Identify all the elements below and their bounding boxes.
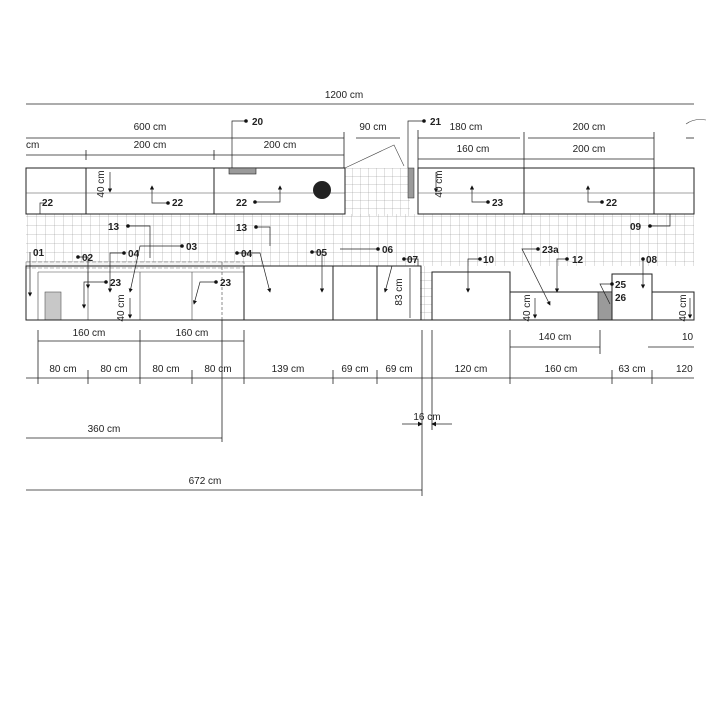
label-05: 05	[316, 248, 328, 259]
dim-120-b: 120	[676, 364, 693, 375]
label-06: 06	[382, 245, 394, 256]
label-12: 12	[572, 255, 584, 266]
dim-200-d: 200 cm	[573, 144, 606, 155]
dim-200-b: 200 cm	[264, 140, 297, 151]
dim-69-a: 69 cm	[341, 364, 368, 375]
dim-height-40-e: 40 cm	[678, 294, 689, 321]
dim-cut-left: cm	[26, 140, 39, 151]
label-20: 20	[252, 117, 264, 128]
dim-height-40-b: 40 cm	[434, 170, 445, 197]
label-23-c: 23	[220, 278, 232, 289]
dim-80-b: 80 cm	[100, 364, 127, 375]
dimension-lines	[26, 103, 694, 496]
dim-600: 600 cm	[134, 122, 167, 133]
dim-180: 180 cm	[450, 122, 483, 133]
dimension-labels: 1200 cm 600 cm 200 cm 200 cm cm 90 cm 18…	[26, 90, 694, 487]
range-hood-strip	[228, 167, 257, 175]
dishwasher-panel	[44, 291, 62, 321]
label-13-a: 13	[108, 222, 120, 233]
label-22-d: 22	[606, 198, 618, 209]
height-markers	[107, 172, 693, 319]
dim-160-a: 160 cm	[73, 328, 106, 339]
dim-140: 140 cm	[539, 332, 572, 343]
label-01: 01	[33, 248, 45, 259]
leader-lines	[27, 120, 671, 309]
dim-69-b: 69 cm	[385, 364, 412, 375]
label-03: 03	[186, 242, 198, 253]
label-23-top: 23	[492, 198, 504, 209]
label-22-a: 22	[42, 198, 54, 209]
dim-200-c: 200 cm	[573, 122, 606, 133]
dim-120-a: 120 cm	[455, 364, 488, 375]
label-10: 10	[483, 255, 495, 266]
dim-10: 10	[682, 332, 694, 343]
dim-total: 1200 cm	[325, 90, 363, 101]
label-21: 21	[430, 117, 442, 128]
dim-139: 139 cm	[272, 364, 305, 375]
dim-200-a: 200 cm	[134, 140, 167, 151]
item-labels: 20 21 22 22 22 23 22 13 13 09 01 02 04 0…	[33, 117, 658, 304]
label-25: 25	[615, 280, 627, 291]
label-04-b: 04	[241, 249, 253, 260]
dim-360: 360 cm	[88, 424, 121, 435]
dim-height-40-a: 40 cm	[96, 170, 107, 197]
dim-160: 160 cm	[545, 364, 578, 375]
dim-80-d: 80 cm	[204, 364, 231, 375]
dim-height-83: 83 cm	[394, 278, 405, 305]
upper-cabinets	[25, 119, 707, 215]
wall-socket-circle	[313, 181, 331, 199]
label-09: 09	[630, 222, 642, 233]
dim-16: 16 cm	[413, 412, 440, 423]
dim-80-c: 80 cm	[152, 364, 179, 375]
dim-height-40-c: 40 cm	[116, 294, 127, 321]
dim-160-top: 160 cm	[457, 144, 490, 155]
lower-cabinets	[25, 261, 695, 321]
label-22-b: 22	[172, 198, 184, 209]
dim-672: 672 cm	[189, 476, 222, 487]
label-07: 07	[407, 255, 419, 266]
label-23-b: 23	[110, 278, 122, 289]
label-23a: 23a	[542, 245, 559, 256]
dim-63: 63 cm	[618, 364, 645, 375]
label-13-b: 13	[236, 223, 248, 234]
label-26: 26	[615, 293, 627, 304]
leader-dots	[76, 119, 652, 286]
label-02: 02	[82, 253, 94, 264]
dim-160-b: 160 cm	[176, 328, 209, 339]
label-22-c: 22	[236, 198, 248, 209]
dim-80-a: 80 cm	[49, 364, 76, 375]
dim-height-40-d: 40 cm	[522, 294, 533, 321]
label-08: 08	[646, 255, 658, 266]
dim-90: 90 cm	[359, 122, 386, 133]
label-04-a: 04	[128, 249, 140, 260]
